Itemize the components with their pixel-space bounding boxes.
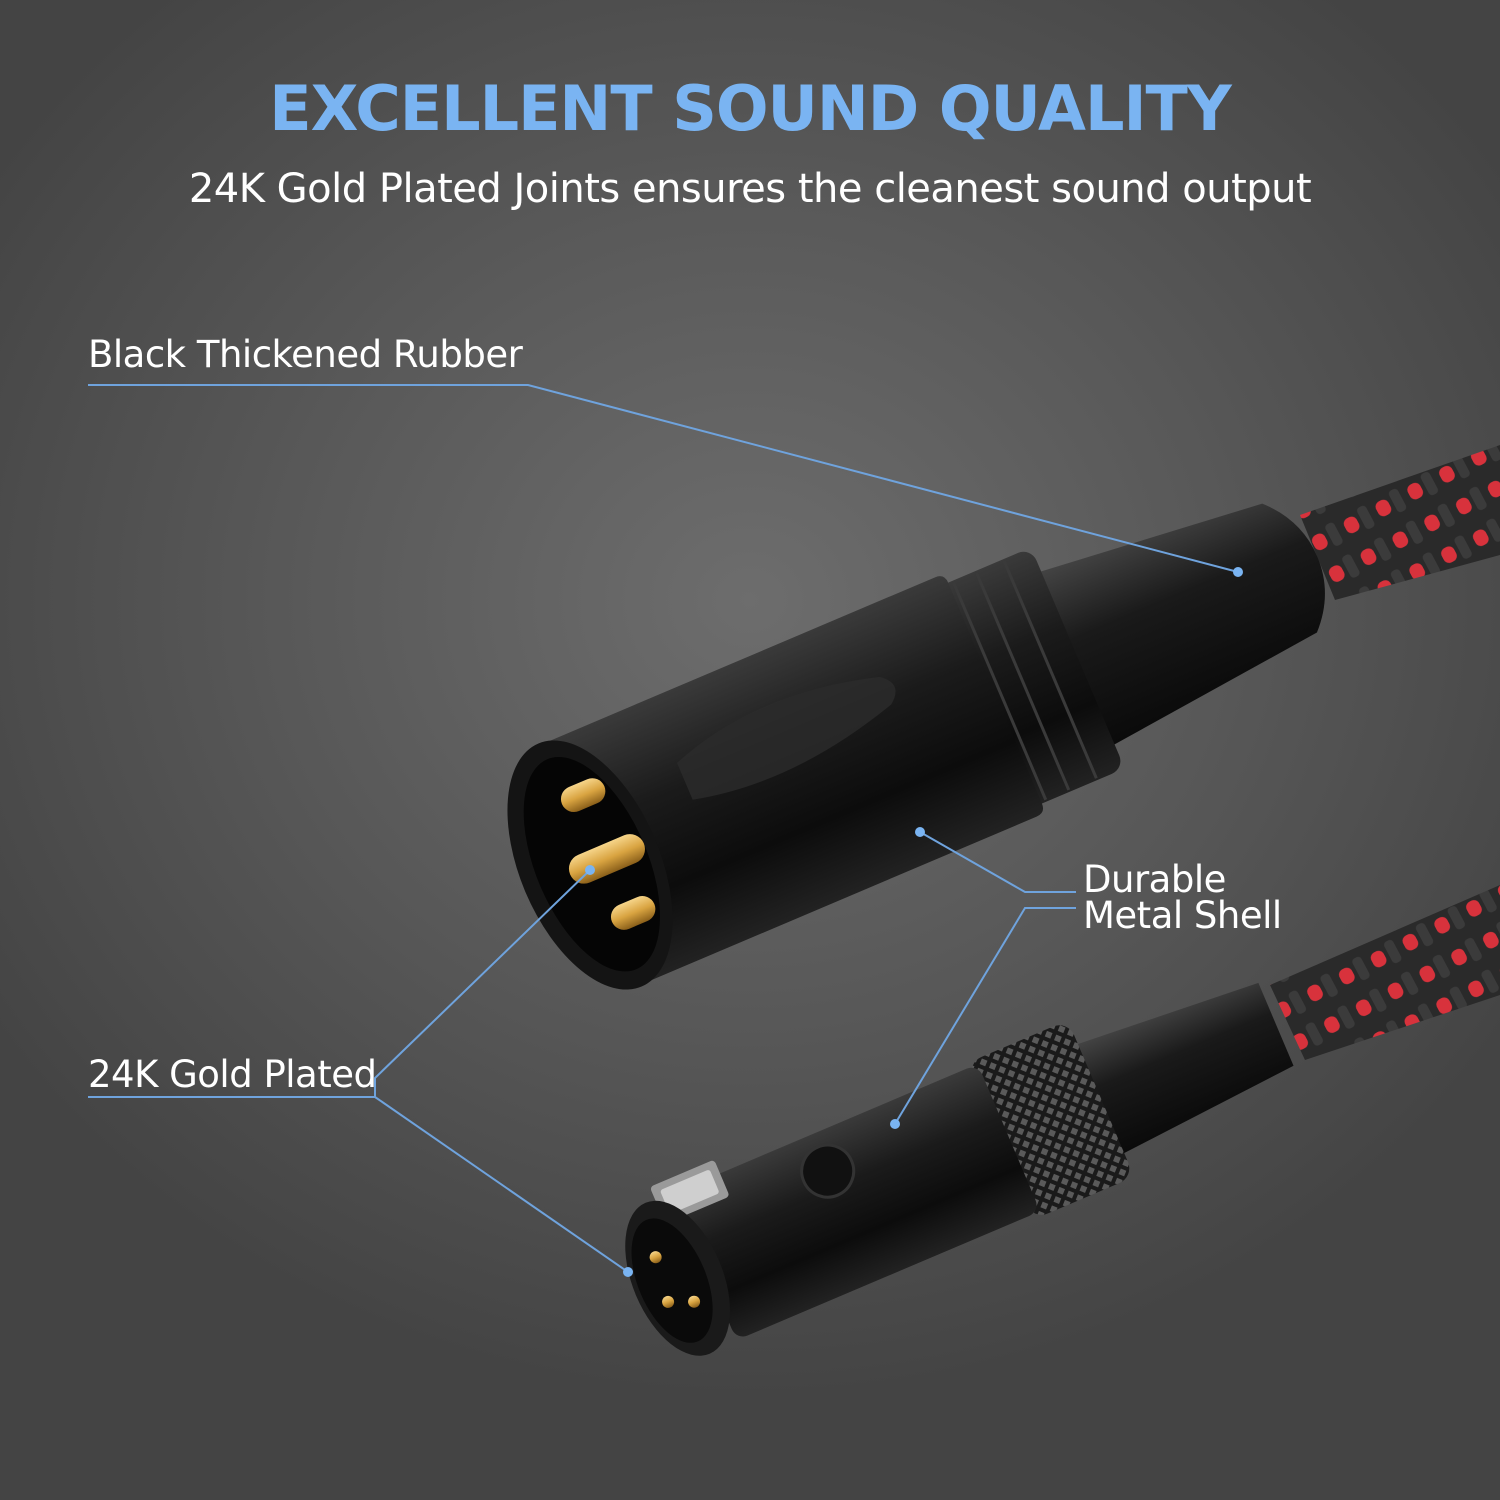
callout-shell-line-1: Durable xyxy=(1083,858,1226,901)
callout-black-thickened-rubber: Black Thickened Rubber xyxy=(88,333,523,376)
leader-lines xyxy=(88,384,1239,1273)
leader-line-rubber xyxy=(88,384,1239,573)
bottom-braided-cable xyxy=(1270,885,1500,1060)
leader-line-gold xyxy=(88,869,591,1098)
leader-line-shell-1 xyxy=(919,831,1076,893)
mini-xlr-female-connector-icon xyxy=(625,982,1294,1356)
leader-line-gold-2 xyxy=(374,1096,629,1273)
leader-dots xyxy=(585,567,1243,1277)
subheadline: 24K Gold Plated Joints ensures the clean… xyxy=(188,166,1312,212)
leader-line-shell-2 xyxy=(894,907,1076,1125)
callout-durable-metal-shell: Durable Metal Shell xyxy=(1083,858,1282,937)
xlr-male-connector-icon xyxy=(507,503,1325,990)
headline: EXCELLENT SOUND QUALITY xyxy=(269,72,1231,145)
top-braided-cable xyxy=(1300,445,1500,600)
callout-24k-gold-plated: 24K Gold Plated xyxy=(88,1053,377,1096)
callout-shell-line-2: Metal Shell xyxy=(1083,894,1282,937)
